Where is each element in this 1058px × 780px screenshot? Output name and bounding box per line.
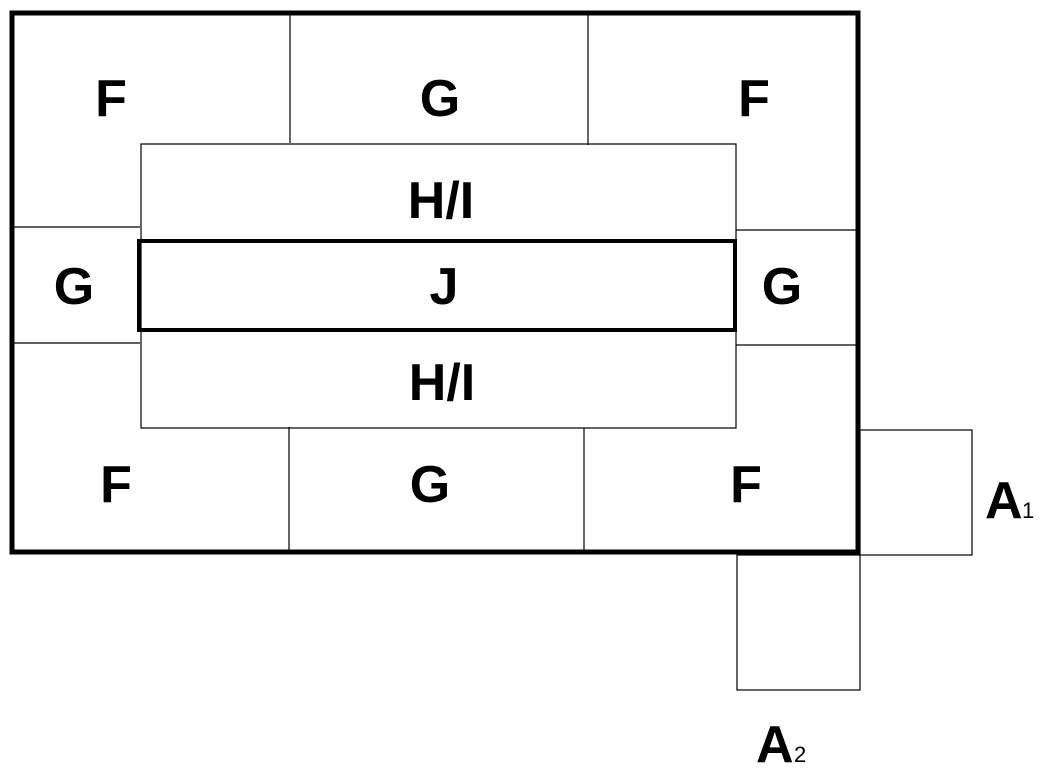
label-inner-center: J: [430, 258, 459, 316]
label-a1-letter: A: [985, 472, 1023, 530]
label-top-middle: G: [420, 70, 460, 128]
grid-lines: [12, 14, 858, 552]
label-inner-top: H/I: [408, 172, 474, 230]
label-a2-subscript: 2: [794, 742, 806, 767]
label-top-right: F: [738, 70, 770, 128]
label-middle-left: G: [54, 258, 94, 316]
label-top-left: F: [95, 70, 127, 128]
label-bottom-middle: G: [410, 456, 450, 514]
label-middle-right: G: [762, 258, 802, 316]
label-a2-letter: A: [756, 716, 794, 774]
below-square-a2: [736, 554, 861, 691]
side-square-a1: [859, 429, 973, 556]
center-band: [137, 239, 737, 332]
label-a1-subscript: 1: [1022, 498, 1034, 523]
outer-boundary: [9, 10, 861, 555]
label-inner-bottom: H/I: [409, 354, 475, 412]
label-bottom-left: F: [100, 456, 132, 514]
label-bottom-right: F: [730, 456, 762, 514]
